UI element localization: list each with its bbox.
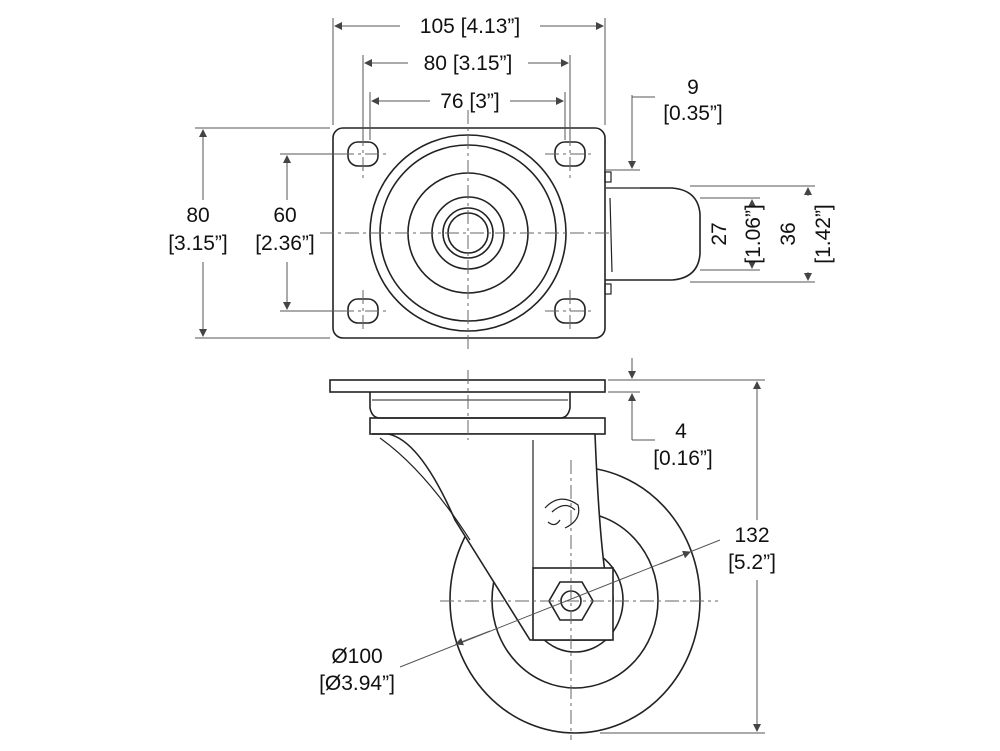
fork-width-label: 36 [777, 222, 800, 245]
plate-thickness-label: 4 [675, 420, 687, 443]
hole-spacing-vertical-label: 60 [273, 204, 296, 227]
overall-height-label: 132 [734, 524, 769, 547]
swivel-head [369, 392, 571, 419]
top-view-dimension-lines [195, 18, 815, 339]
fork-width-inch-label: [1.42”] [812, 204, 835, 264]
hole-spacing-outer-label: 80 [3.15”] [424, 52, 513, 75]
offset-label: 9 [687, 76, 699, 99]
wheel-top-profile [605, 187, 701, 281]
brand-logo-icon [544, 498, 580, 529]
wheel-diameter-label: Ø100 [331, 645, 382, 668]
side-view-dimension-lines [399, 358, 765, 734]
plate-height-label: 80 [186, 204, 209, 227]
offset-inch-label: [0.35”] [663, 102, 723, 125]
axle-plate [532, 567, 614, 641]
hole-spacing-vertical-inch-label: [2.36”] [255, 232, 315, 255]
side-view-centerlines [440, 370, 718, 740]
bearing-inner [442, 207, 494, 259]
plate-thickness-inch-label: [0.16”] [653, 447, 713, 470]
hole-spacing-inner-label: 76 [3”] [440, 90, 500, 113]
overall-height-inch-label: [5.2”] [728, 551, 776, 574]
wheel-width-inch-label: [1.06”] [742, 204, 765, 264]
plate-width-label: 105 [4.13”] [420, 15, 520, 38]
wheel-width-label: 27 [708, 222, 731, 245]
dimension-labels: 105 [4.13”] 80 [3.15”] 76 [3”] 9 [0.35”]… [168, 15, 835, 695]
wheel-diameter-inch-label: [Ø3.94”] [319, 672, 395, 695]
top-view-centerlines [320, 110, 612, 350]
fork-top-plate [369, 417, 606, 435]
plate-height-inch-label: [3.15”] [168, 232, 228, 255]
